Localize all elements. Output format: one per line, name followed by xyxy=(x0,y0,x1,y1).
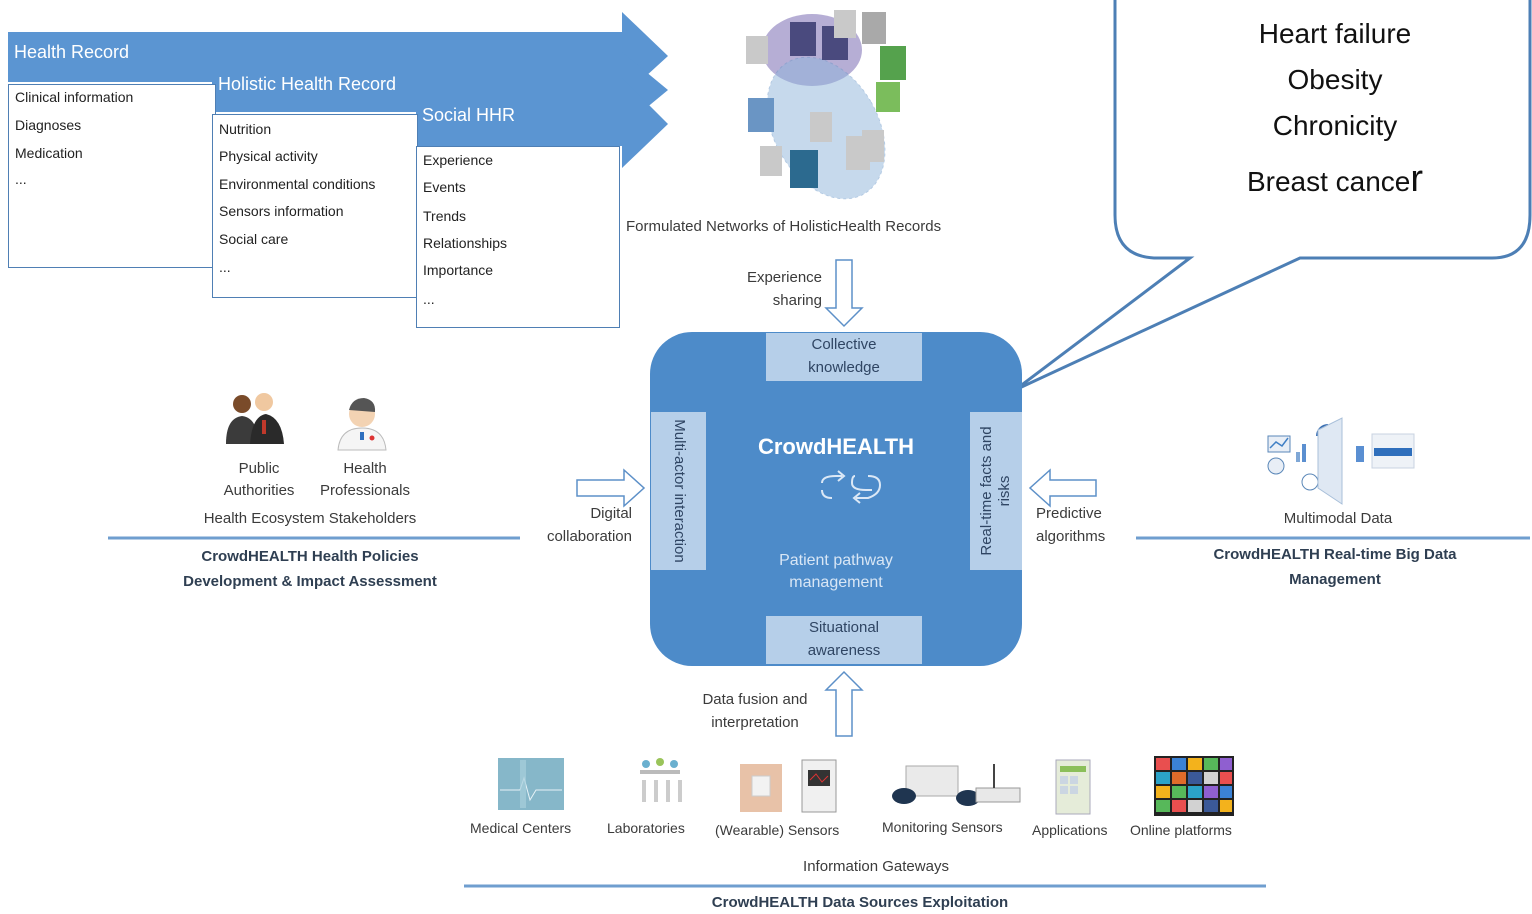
holistic-record-item: Nutrition xyxy=(219,121,272,137)
flow-digital-collaboration: Digital collaboration xyxy=(524,502,632,548)
speech-bubble xyxy=(1014,0,1532,392)
holistic-record-item: Environmental conditions xyxy=(219,176,376,192)
tab-multi-actor-label: Multi-actor interaction xyxy=(670,419,688,563)
hub-box xyxy=(650,332,1022,666)
social-hhr-title: Social HHR xyxy=(422,105,516,125)
label-line: Public xyxy=(238,460,280,477)
sources-group-label: Information Gateways xyxy=(803,858,949,875)
tab-line: knowledge xyxy=(808,359,880,376)
source-wearable-sensors: (Wearable) Sensors xyxy=(715,822,840,838)
hub-subtitle-line: Patient pathway xyxy=(779,552,893,569)
stakeholders-group-label: Health Ecosystem Stakeholders xyxy=(203,510,417,527)
health-record-box: Clinical information Diagnoses Medicatio… xyxy=(8,84,216,268)
label-line: Professionals xyxy=(319,482,411,499)
bigdata-section-title: CrowdHEALTH Real-time Big Data Managemen… xyxy=(1160,542,1510,592)
tab-realtime-facts-label: Real-time facts and risks xyxy=(978,426,1013,556)
title-line: Development & Impact Assessment xyxy=(183,573,437,590)
bubble-line: Chronicity xyxy=(1272,110,1398,141)
health-professionals-label: Health Professionals xyxy=(312,458,418,502)
source-online-platforms: Online platforms xyxy=(1130,822,1232,838)
tab-situational-awareness: Situational awareness xyxy=(766,616,922,664)
public-authorities-icon xyxy=(226,393,284,444)
health-record-item: Medication xyxy=(15,145,83,161)
tab-line: awareness xyxy=(807,642,881,659)
flow-line: Predictive xyxy=(1036,505,1102,522)
title-line: CrowdHEALTH Health Policies xyxy=(201,548,419,565)
bubble-line-last: Breast cancer xyxy=(1190,158,1480,201)
holistic-record-item: Sensors information xyxy=(219,203,344,219)
cycle-icon xyxy=(821,470,882,504)
source-laboratories: Laboratories xyxy=(607,820,685,836)
document-icons xyxy=(746,10,906,188)
title-line: Management xyxy=(1289,571,1381,588)
arrow-data-fusion xyxy=(824,670,864,737)
arrow-experience-sharing xyxy=(824,259,864,328)
label-line: Health xyxy=(343,460,387,477)
sources-section-title: CrowdHEALTH Data Sources Exploitation xyxy=(711,894,1009,911)
source-applications: Applications xyxy=(1032,822,1108,838)
bubble-line: Breast cance xyxy=(1246,166,1411,197)
holistic-record-title: Holistic Health Record xyxy=(218,74,397,94)
flow-experience-sharing: Experience sharing xyxy=(728,266,822,312)
health-record-item: Clinical information xyxy=(15,89,134,105)
flow-data-fusion: Data fusion and interpretation xyxy=(690,688,820,734)
flow-line: Data fusion and xyxy=(702,691,808,708)
tab-line: Situational xyxy=(808,619,880,636)
social-hhr-box: Experience Events Trends Relationships I… xyxy=(416,146,620,328)
social-hhr-item: Trends xyxy=(423,208,467,224)
multimodal-data-label: Multimodal Data xyxy=(1283,510,1393,527)
health-record-item: ... xyxy=(15,171,27,187)
flow-line: sharing xyxy=(772,292,822,309)
social-hhr-item: Relationships xyxy=(423,235,508,251)
social-hhr-item: Experience xyxy=(423,152,494,168)
medical-centers-icon xyxy=(498,758,564,810)
wearable-sensors-icon xyxy=(740,759,837,813)
hub-subtitle: Patient pathway management xyxy=(700,550,972,594)
social-hhr-item: ... xyxy=(423,291,435,307)
bubble-line: Obesity xyxy=(1287,64,1383,95)
arrow-digital-collaboration xyxy=(576,468,646,508)
hub-title: CrowdHEALTH xyxy=(757,434,915,459)
holistic-record-item: Physical activity xyxy=(219,148,318,164)
label-line: Authorities xyxy=(223,482,295,499)
tab-line: Collective xyxy=(811,336,877,353)
flow-line: Experience xyxy=(746,269,822,286)
health-professional-icon xyxy=(337,398,387,451)
tab-realtime-facts: Real-time facts and risks xyxy=(970,412,1022,570)
title-line: CrowdHEALTH Real-time Big Data xyxy=(1213,546,1457,563)
health-record-item: Diagnoses xyxy=(15,117,82,133)
flow-predictive-algorithms: Predictive algorithms xyxy=(1036,502,1136,548)
flow-line: interpretation xyxy=(711,714,799,731)
flow-line: algorithms xyxy=(1036,528,1106,545)
holistic-record-item: Social care xyxy=(219,231,289,247)
flow-line: collaboration xyxy=(546,528,632,545)
monitoring-sensors-icon xyxy=(892,764,1021,806)
policies-section-title: CrowdHEALTH Health Policies Development … xyxy=(120,544,500,594)
laboratories-icon xyxy=(640,758,682,802)
hub-subtitle-line: management xyxy=(789,574,883,591)
arrow-predictive-algorithms xyxy=(1028,468,1097,508)
holistic-record-item: ... xyxy=(219,259,231,275)
bubble-last-char: r xyxy=(1410,158,1424,200)
source-monitoring-sensors: Monitoring Sensors xyxy=(882,819,1003,835)
networks-label: Formulated Networks of HolisticHealth Re… xyxy=(626,218,942,235)
source-medical-centers: Medical Centers xyxy=(470,820,572,836)
bubble-line: Heart failure xyxy=(1258,18,1412,49)
multimodal-data-icon xyxy=(1267,417,1415,505)
health-record-title: Health Record xyxy=(14,42,130,62)
applications-icon xyxy=(1055,759,1091,815)
social-hhr-item: Importance xyxy=(423,262,494,278)
tab-collective-knowledge: Collective knowledge xyxy=(766,333,922,381)
holistic-record-box: Nutrition Physical activity Environmenta… xyxy=(212,114,418,298)
social-hhr-item: Events xyxy=(423,179,466,195)
flow-line: Digital xyxy=(590,505,632,522)
online-platforms-icon xyxy=(1154,756,1234,816)
tab-multi-actor: Multi-actor interaction xyxy=(651,412,706,570)
public-authorities-label: Public Authorities xyxy=(214,458,304,502)
social-hhr-band xyxy=(416,78,668,168)
